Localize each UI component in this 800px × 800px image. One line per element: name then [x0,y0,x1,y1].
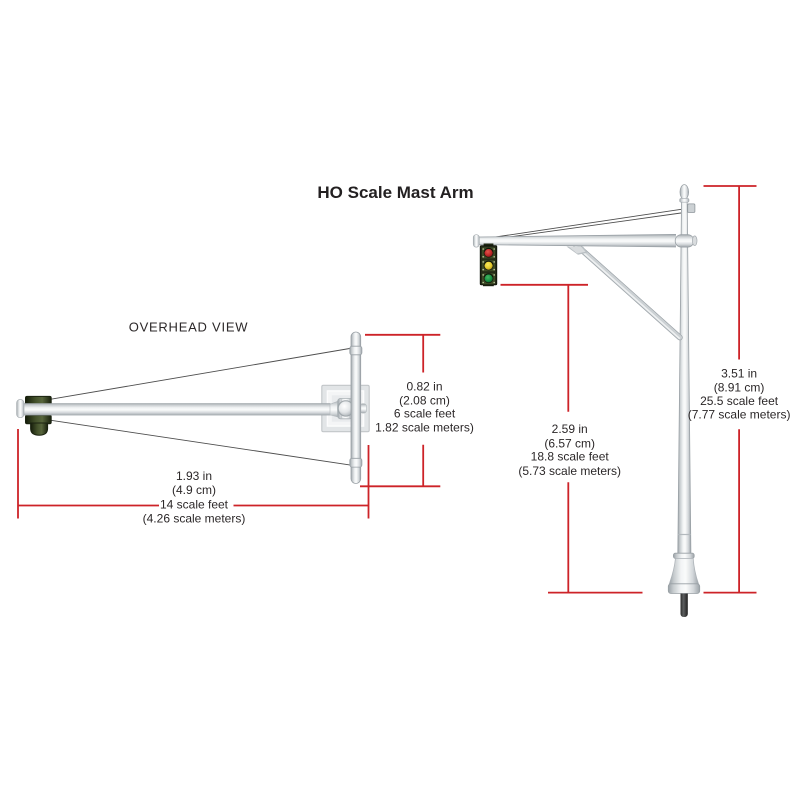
svg-text:3.51 in: 3.51 in [721,367,757,381]
svg-text:(4.26 scale meters): (4.26 scale meters) [143,512,246,526]
svg-text:(4.9 cm): (4.9 cm) [172,483,216,497]
svg-text:2.59 in: 2.59 in [552,422,588,436]
svg-text:(7.77 scale meters): (7.77 scale meters) [688,408,791,422]
svg-text:(2.08 cm): (2.08 cm) [399,394,450,408]
svg-text:1.93 in: 1.93 in [176,469,212,483]
svg-text:0.82 in: 0.82 in [406,380,442,394]
svg-text:(5.73 scale meters): (5.73 scale meters) [518,464,621,478]
svg-text:(8.91 cm): (8.91 cm) [714,380,765,394]
svg-text:14 scale feet: 14 scale feet [160,497,229,511]
svg-text:OVERHEAD VIEW: OVERHEAD VIEW [129,320,249,335]
svg-text:6 scale feet: 6 scale feet [394,407,456,421]
svg-text:25.5 scale feet: 25.5 scale feet [700,394,779,408]
svg-text:(6.57 cm): (6.57 cm) [544,436,595,450]
svg-text:18.8 scale feet: 18.8 scale feet [531,450,610,464]
svg-text:1.82 scale meters): 1.82 scale meters) [375,421,474,435]
svg-text:HO Scale Mast Arm: HO Scale Mast Arm [317,183,473,202]
